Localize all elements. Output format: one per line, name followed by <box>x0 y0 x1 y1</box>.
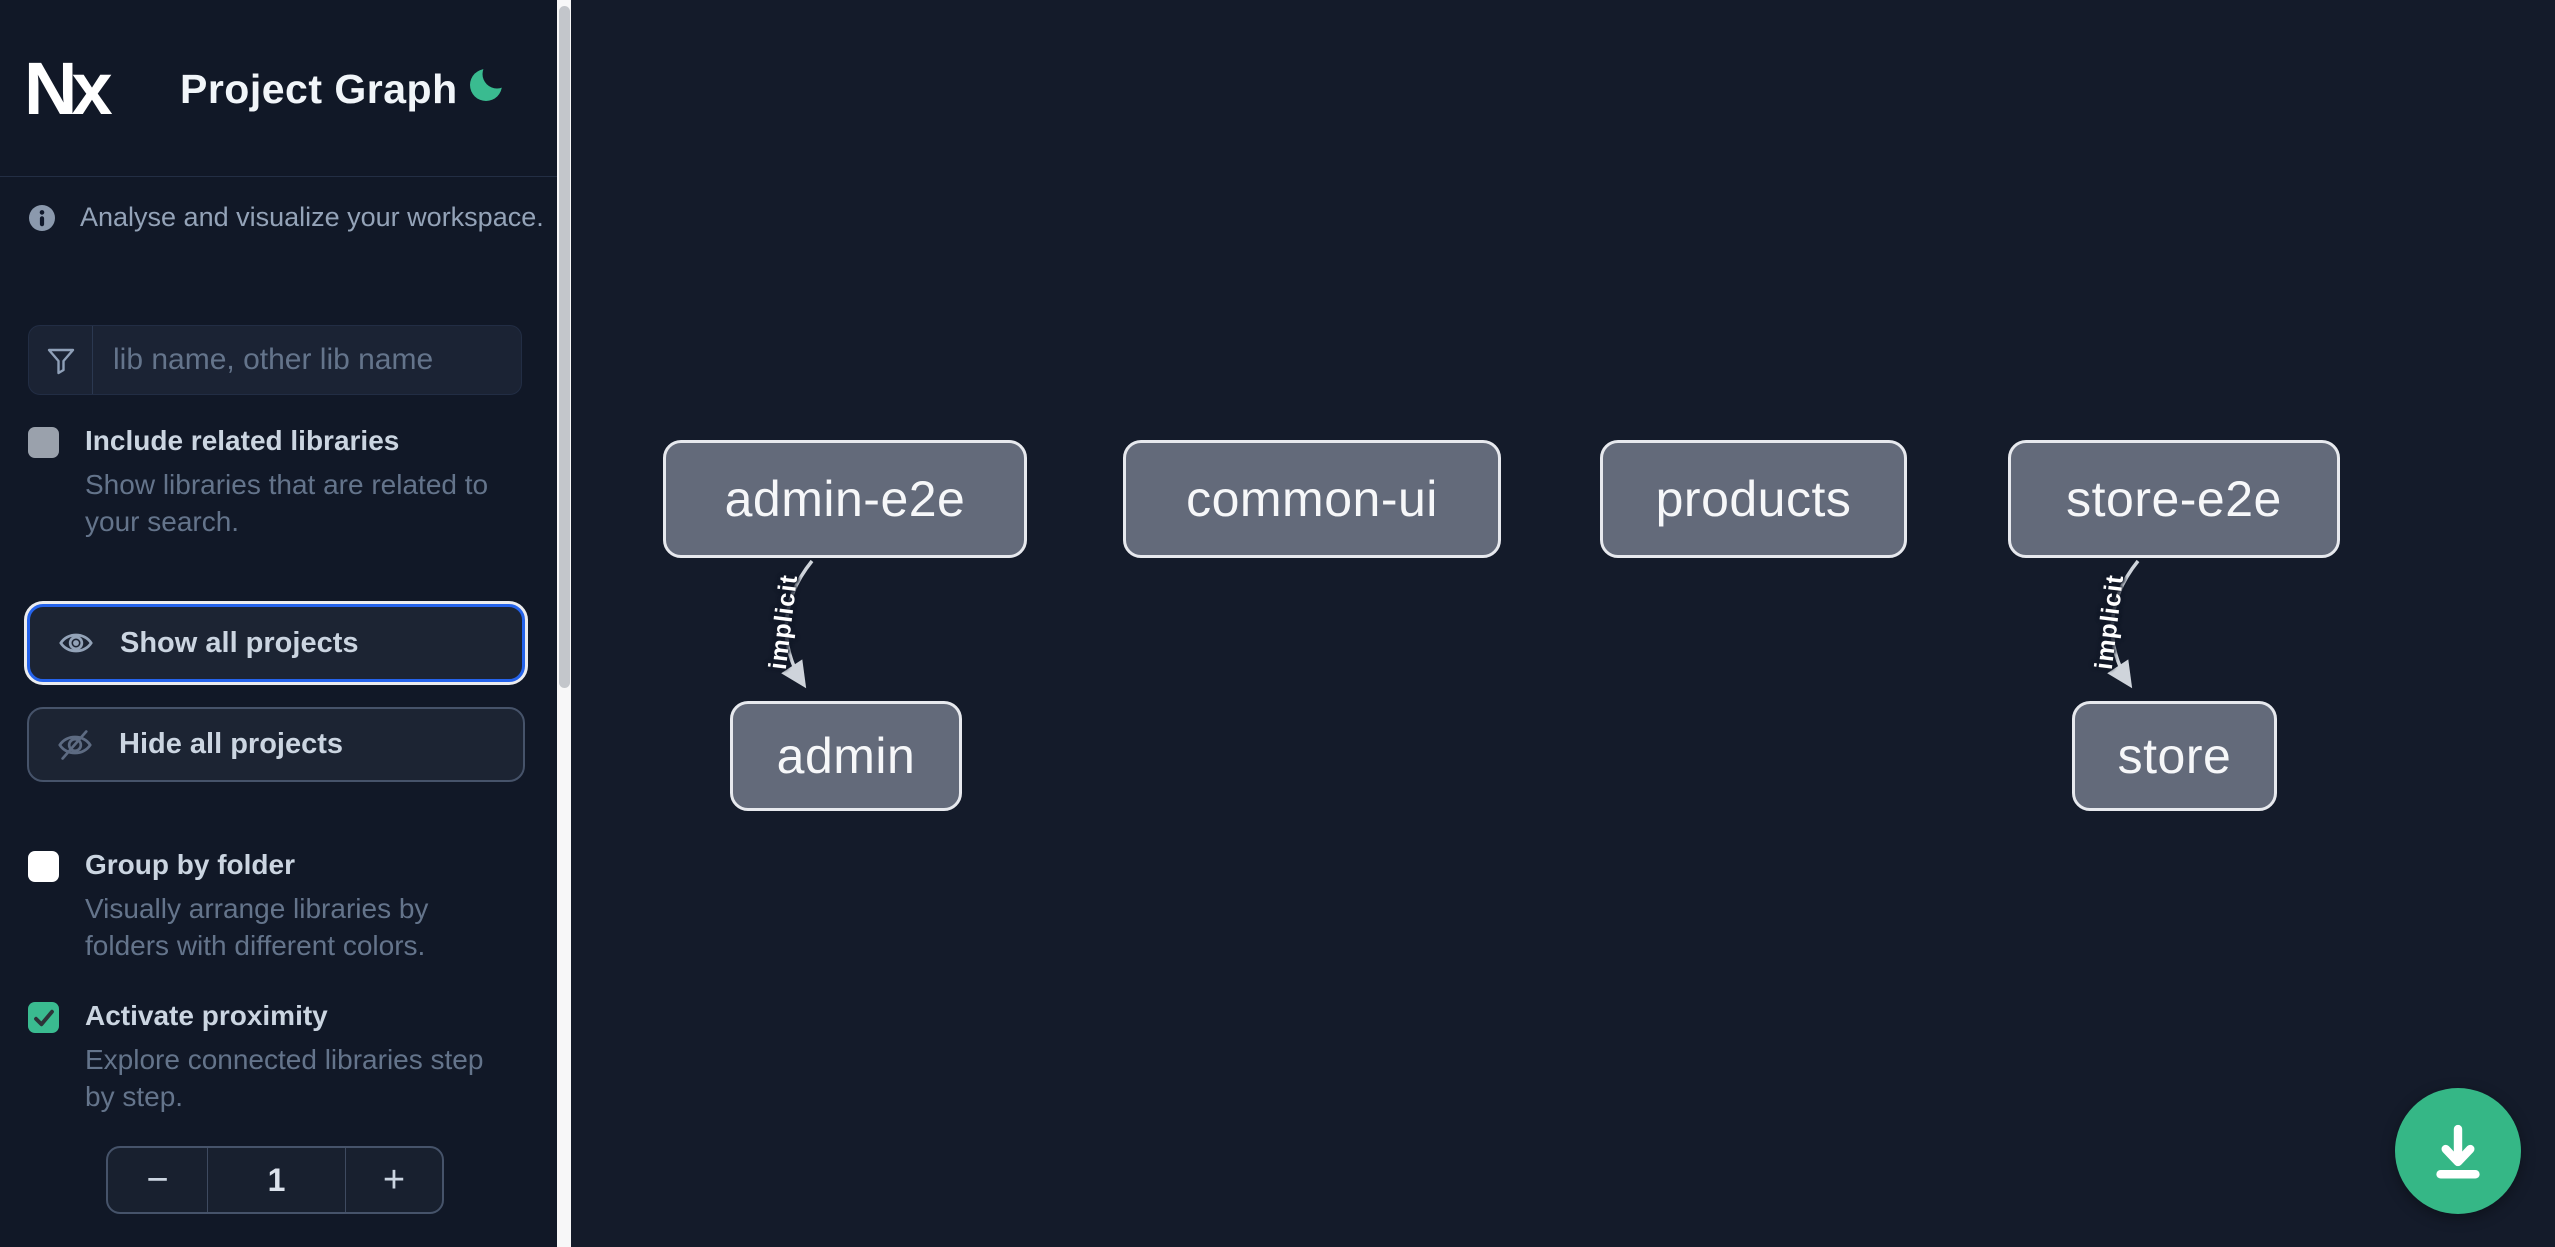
minus-icon: − <box>146 1158 169 1201</box>
toggle-label: Activate proximity <box>85 1000 328 1031</box>
proximity-decrement-button[interactable]: − <box>108 1148 208 1212</box>
page-title: Project Graph <box>180 66 458 112</box>
toggle-activate-proximity: Activate proximity Explore connected lib… <box>28 1000 517 1116</box>
graph-node-products[interactable]: products <box>1600 440 1907 558</box>
graph-edge-admin-e2e-admin[interactable] <box>781 559 814 689</box>
activate-proximity-checkbox[interactable] <box>28 1002 59 1033</box>
include-related-checkbox[interactable] <box>28 427 59 458</box>
funnel-icon <box>29 326 93 394</box>
eye-icon <box>58 625 94 661</box>
toggle-label: Group by folder <box>85 849 295 880</box>
tagline-text: Analyse and visualize your workspace. <box>80 202 544 232</box>
info-icon <box>28 204 56 232</box>
toggle-label: Include related libraries <box>85 425 400 456</box>
proximity-increment-button[interactable]: + <box>346 1148 442 1212</box>
sidebar-scrollbar-track <box>557 0 571 1247</box>
toggle-description: Visually arrange libraries by folders wi… <box>85 893 429 961</box>
sidebar: Nx Project Graph Analyse and visualize y… <box>0 0 557 1247</box>
nx-logo-glyph: Nx <box>24 50 112 130</box>
checkmark-icon <box>33 1009 54 1026</box>
graph-node-admin[interactable]: admin <box>730 701 962 811</box>
save-image-fab[interactable] <box>2395 1088 2521 1214</box>
filter-box <box>28 325 522 395</box>
graph-edges-layer <box>781 559 2140 689</box>
show-all-projects-button[interactable]: Show all projects <box>27 604 525 682</box>
sidebar-header: Nx Project Graph <box>0 0 557 177</box>
eye-off-icon <box>57 727 93 763</box>
graph-node-store-e2e[interactable]: store-e2e <box>2008 440 2340 558</box>
toggle-group-by-folder: Group by folder Visually arrange librari… <box>28 849 517 965</box>
proximity-stepper: − 1 + <box>106 1146 444 1214</box>
hide-all-projects-button[interactable]: Hide all projects <box>27 707 525 782</box>
filter-input[interactable] <box>93 326 521 394</box>
download-icon <box>2427 1120 2489 1182</box>
graph-node-admin-e2e[interactable]: admin-e2e <box>663 440 1027 558</box>
show-all-projects-label: Show all projects <box>120 626 359 659</box>
toggle-include-related: Include related libraries Show libraries… <box>28 425 517 541</box>
graph-node-common-ui[interactable]: common-ui <box>1123 440 1501 558</box>
tagline-row: Analyse and visualize your workspace. <box>28 202 544 233</box>
theme-toggle-moon-icon[interactable] <box>468 59 512 104</box>
group-by-folder-checkbox[interactable] <box>28 851 59 882</box>
graph-edge-store-e2e-store[interactable] <box>2107 559 2140 689</box>
toggle-description: Explore connected libraries step by step… <box>85 1044 484 1112</box>
hide-all-projects-label: Hide all projects <box>119 728 344 760</box>
toggle-description: Show libraries that are related to your … <box>85 469 489 537</box>
nx-logo: Nx <box>24 47 134 130</box>
sidebar-scrollbar-thumb[interactable] <box>558 6 570 688</box>
proximity-value: 1 <box>208 1148 346 1212</box>
graph-node-store[interactable]: store <box>2072 701 2277 811</box>
plus-icon: + <box>382 1158 406 1201</box>
